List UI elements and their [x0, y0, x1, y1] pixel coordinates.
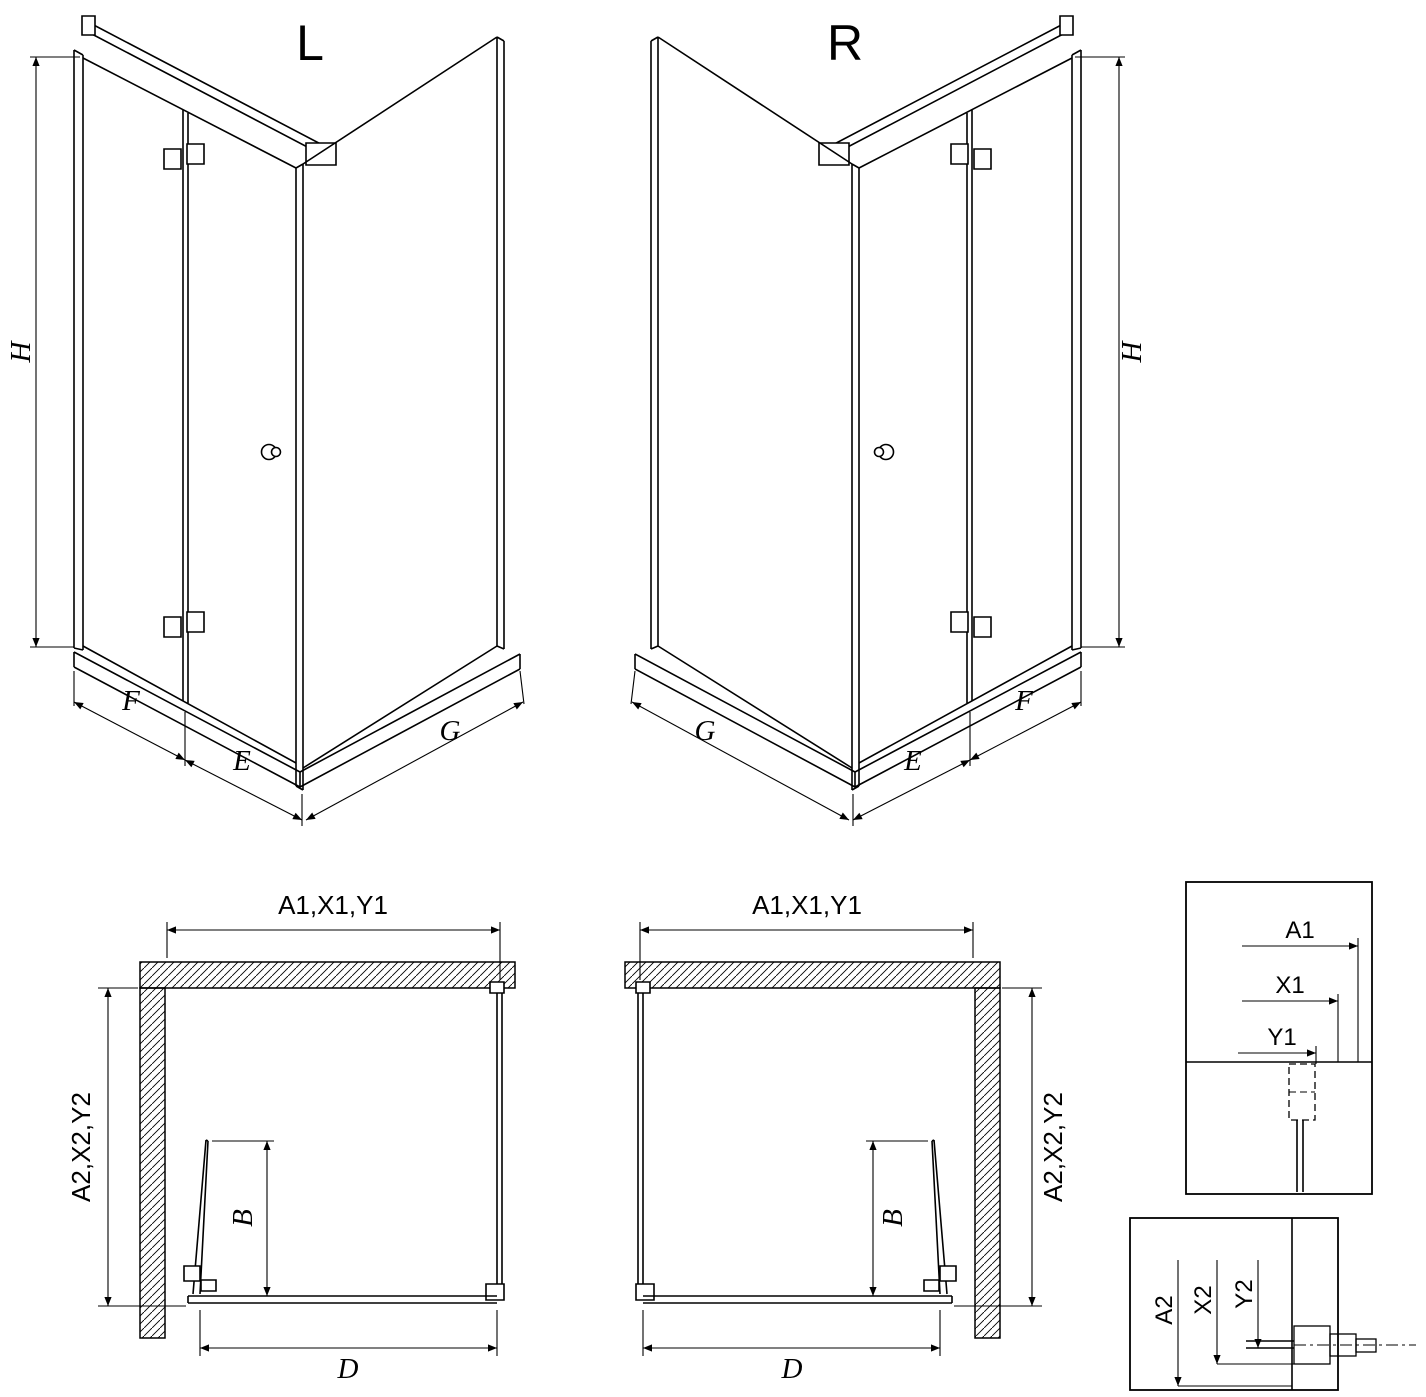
detail-depth-frame: [1129, 1217, 1339, 1391]
dim-height-label-left: H: [5, 339, 37, 363]
detail-depth-glass: [1246, 1340, 1294, 1349]
perspective-left-geometry: [30, 16, 524, 826]
dim-height-label-right: H: [1116, 339, 1148, 363]
plan-walls: [139, 961, 1001, 1339]
detail-views: [1129, 881, 1416, 1391]
detail-y2-label: Y2: [1231, 1279, 1258, 1308]
dim-g-label-right: G: [695, 715, 716, 747]
detail-width-glass: [1296, 1120, 1304, 1192]
dim-g-label-left: G: [440, 715, 461, 747]
wall-top-left-plan: [139, 961, 516, 989]
wall-side-left-plan: [139, 987, 166, 1339]
wall-top-right-plan: [624, 961, 1001, 989]
plan-right-depth-label: A2,X2,Y2: [1038, 1092, 1068, 1202]
plan-left-d-label: D: [337, 1353, 359, 1385]
plan-left-b-label: B: [227, 1209, 259, 1227]
detail-x2-label: X2: [1190, 1285, 1217, 1314]
detail-y1-label: Y1: [1267, 1024, 1296, 1051]
view-title-right: R: [827, 15, 863, 71]
dim-e-label-left: E: [232, 745, 251, 777]
plan-right-width-label: A1,X1,Y1: [752, 890, 862, 920]
dim-e-label-right: E: [903, 745, 922, 777]
plan-right-d-label: D: [781, 1353, 803, 1385]
dim-f-label-left: F: [121, 685, 140, 717]
perspective-right-geometry: [631, 16, 1125, 826]
plan-left-width-label: A1,X1,Y1: [278, 890, 388, 920]
plan-right-b-label: B: [877, 1209, 909, 1227]
detail-a2-label: A2: [1151, 1295, 1178, 1324]
detail-x1-label: X1: [1275, 972, 1304, 999]
detail-a1-label: A1: [1285, 917, 1314, 944]
dim-f-label-right: F: [1014, 685, 1033, 717]
plan-left-depth-label: A2,X2,Y2: [66, 1092, 96, 1202]
detail-width-frame: [1185, 881, 1373, 1195]
view-title-left: L: [296, 15, 324, 71]
labels: L H F E G R H F E G A1,X1,Y1 A2,X2,Y2 B …: [5, 15, 1315, 1385]
wall-side-right-plan: [974, 987, 1001, 1339]
